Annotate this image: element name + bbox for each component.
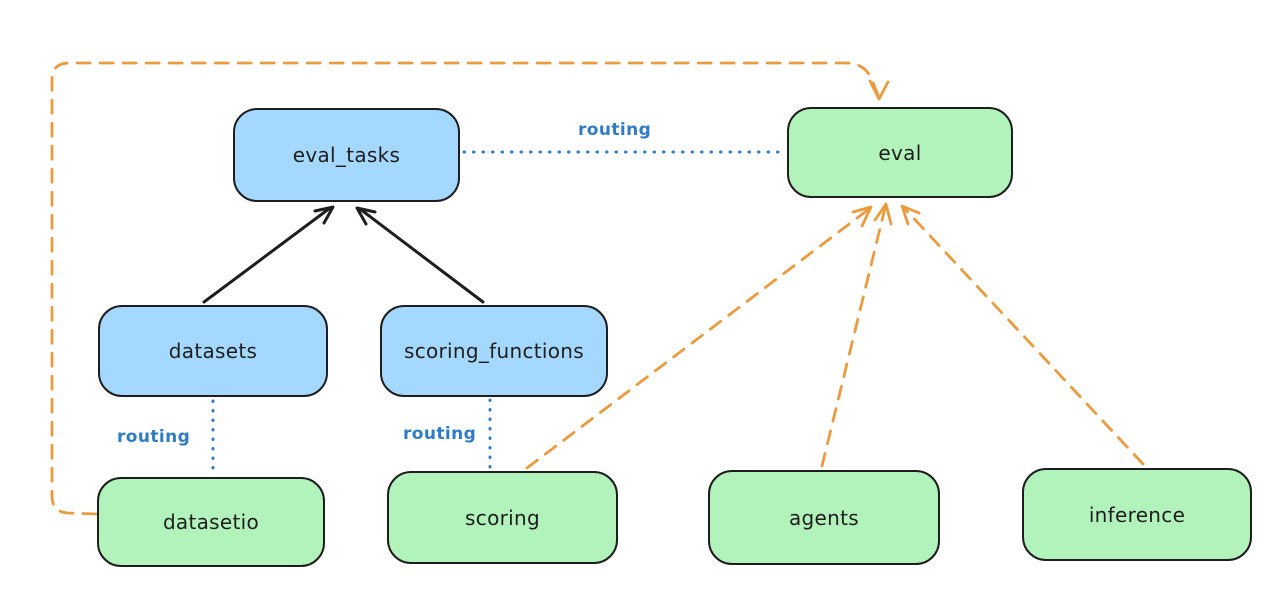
node-agents-label: agents — [789, 505, 859, 530]
node-datasets: datasets — [98, 305, 328, 397]
node-eval-label: eval — [878, 140, 922, 165]
arrow-datasets-to-eval-tasks — [202, 205, 335, 304]
routing-label-eval-tasks-to-eval: routing — [578, 120, 652, 140]
node-scoring: scoring — [387, 471, 618, 564]
node-inference-label: inference — [1088, 502, 1186, 527]
node-scoring-functions-label: scoring_functions — [403, 339, 585, 363]
node-eval-tasks-label: eval_tasks — [292, 143, 401, 167]
dashed-arrow-agents-to-eval — [820, 202, 893, 468]
routing-label-scoring-functions-to-scoring: routing — [403, 424, 477, 444]
routing-label-datasets-to-datasetio: routing — [117, 427, 191, 447]
arrow-scoring-functions-to-eval-tasks — [355, 206, 485, 304]
node-agents: agents — [708, 470, 940, 565]
dashed-arrow-datasetio-to-eval — [50, 61, 890, 516]
dashed-arrow-scoring-to-eval — [525, 205, 873, 470]
node-inference: inference — [1022, 468, 1252, 561]
node-scoring-functions: scoring_functions — [380, 305, 608, 397]
node-datasetio: datasetio — [97, 477, 325, 567]
dashed-arrow-inference-to-eval — [900, 204, 1145, 466]
node-scoring-label: scoring — [465, 505, 540, 530]
node-eval-tasks: eval_tasks — [233, 108, 460, 202]
node-datasetio-label: datasetio — [162, 510, 260, 534]
node-eval: eval — [787, 107, 1013, 198]
node-datasets-label: datasets — [168, 339, 258, 363]
